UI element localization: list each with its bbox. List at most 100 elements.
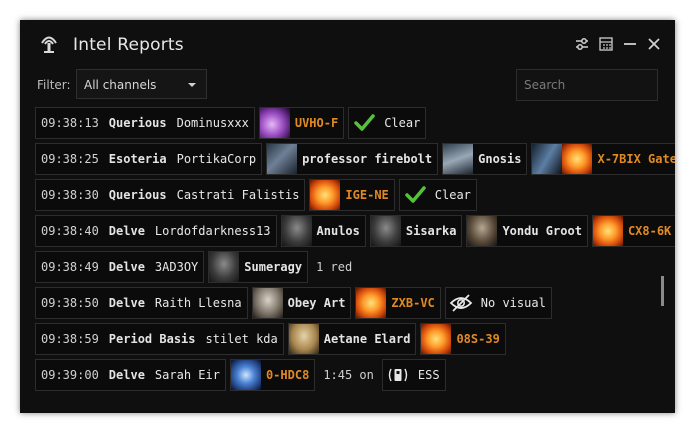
status-chip[interactable]: No visual [444, 287, 552, 319]
system-star-icon [592, 216, 623, 246]
report-header[interactable]: 09:38:50 Delve Raith Llesna [35, 287, 248, 319]
pilot-label: Sisarka [405, 224, 457, 238]
compact-view-icon[interactable] [599, 37, 613, 51]
ship-thumbnail [443, 144, 474, 174]
system-chip[interactable]: IGE-NE [309, 179, 395, 211]
chevron-down-icon [188, 83, 196, 87]
report-reporter: Castrati Falistis [176, 188, 300, 202]
pilot-chip[interactable]: Aetane Elard [287, 323, 417, 355]
pilot-portrait [209, 252, 240, 282]
status-chip[interactable]: Clear [348, 107, 427, 139]
ship-label: Gnosis [478, 152, 522, 166]
pilot-chip[interactable]: Sisarka [369, 215, 463, 247]
search-input[interactable] [516, 69, 658, 101]
pilot-label: Anulos [316, 224, 360, 238]
pilot-label: Yondu Groot [502, 224, 582, 238]
system-label: 08S-39 [456, 332, 500, 346]
report-reporter: Raith Llesna [154, 296, 242, 310]
system-gate-label: X-7BIX Gate [597, 152, 675, 166]
filter-bar: Filter: All channels [20, 68, 675, 104]
title-bar[interactable]: Intel Reports [20, 20, 675, 68]
ess-icon [383, 360, 413, 390]
report-reporter: Dominusxxx [176, 116, 249, 130]
pilot-chip[interactable]: Obey Art [251, 287, 352, 319]
system-gate-chip[interactable]: X-7BIX Gate [531, 143, 675, 175]
system-label: ZXB-VC [391, 296, 435, 310]
settings-sliders-icon[interactable] [575, 37, 589, 51]
system-star-icon [562, 144, 593, 174]
check-icon [400, 180, 430, 210]
system-chip[interactable]: UVHO-F [258, 107, 345, 139]
report-row: 09:38:30 Querious Castrati Falistis IGE-NE C… [35, 179, 481, 211]
pilot-label: Aetane Elard [323, 332, 411, 346]
report-region: Querious [108, 188, 167, 202]
system-star-icon [230, 360, 261, 390]
pilot-label: Obey Art [287, 296, 346, 310]
report-region: Querious [108, 116, 167, 130]
status-chip[interactable]: ESS [381, 359, 446, 391]
system-chip[interactable]: ZXB-VC [355, 287, 441, 319]
report-time: 09:38:30 [41, 188, 99, 202]
pilot-label: Sumeragy [244, 260, 303, 274]
close-icon[interactable] [647, 37, 661, 51]
system-star-icon [310, 180, 341, 210]
pilot-chip[interactable]: Sumeragy [208, 251, 309, 283]
system-chip[interactable]: CX8-6K [591, 215, 675, 247]
minimize-icon[interactable] [623, 37, 637, 51]
report-time: 09:38:50 [41, 296, 99, 310]
pilot-portrait [370, 216, 401, 246]
pilot-portrait [288, 324, 319, 354]
report-reporter: 3AD3OY [154, 260, 199, 274]
system-label: CX8-6K [627, 224, 672, 238]
check-icon [349, 108, 379, 138]
channel-filter-value: All channels [84, 78, 157, 92]
intel-reports-window: Intel Reports Filter: All channels 09 [20, 20, 675, 413]
intel-antenna-icon [41, 36, 57, 53]
system-label: IGE-NE [345, 188, 389, 202]
report-row: 09:38:50 Delve Raith Llesna Obey Art ZXB-VC N… [35, 287, 556, 319]
system-chip[interactable]: 08S-39 [420, 323, 506, 355]
status-chip[interactable]: Clear [398, 179, 477, 211]
report-time: 09:38:13 [41, 116, 99, 130]
report-time: 09:38:40 [41, 224, 99, 238]
report-reporter: PortikaCorp [176, 152, 257, 166]
ship-thumbnail [267, 144, 298, 174]
pilot-portrait [281, 216, 312, 246]
ship-chip[interactable]: professor firebolt [266, 143, 439, 175]
window-title: Intel Reports [73, 35, 184, 55]
report-region: Esoteria [108, 152, 167, 166]
status-label: Clear [384, 116, 421, 130]
ship-label: professor firebolt [302, 152, 433, 166]
pilot-chip[interactable]: Yondu Groot [466, 215, 588, 247]
status-label: No visual [480, 296, 546, 310]
report-note: 1:45 on [323, 368, 374, 382]
system-star-icon [259, 108, 290, 138]
report-header[interactable]: 09:38:13 Querious Dominusxxx [35, 107, 255, 139]
ship-chip[interactable]: Gnosis [442, 143, 528, 175]
channel-filter-dropdown[interactable]: All channels [76, 69, 207, 99]
scrollbar-thumb[interactable] [661, 276, 664, 306]
report-region: Delve [108, 368, 145, 382]
report-region: Delve [108, 296, 145, 310]
pilot-portrait [252, 288, 283, 318]
report-time: 09:38:59 [41, 332, 99, 346]
system-star-icon [356, 288, 387, 318]
system-chip[interactable]: 0-HDC8 [229, 359, 316, 391]
system-star-icon [532, 144, 563, 174]
eye-slash-icon [446, 288, 476, 318]
pilot-chip[interactable]: Anulos [280, 215, 366, 247]
system-star-icon [421, 324, 452, 354]
report-region: Period Basis [108, 332, 196, 346]
report-time: 09:39:00 [41, 368, 99, 382]
report-header[interactable]: 09:38:30 Querious Castrati Falistis [35, 179, 306, 211]
